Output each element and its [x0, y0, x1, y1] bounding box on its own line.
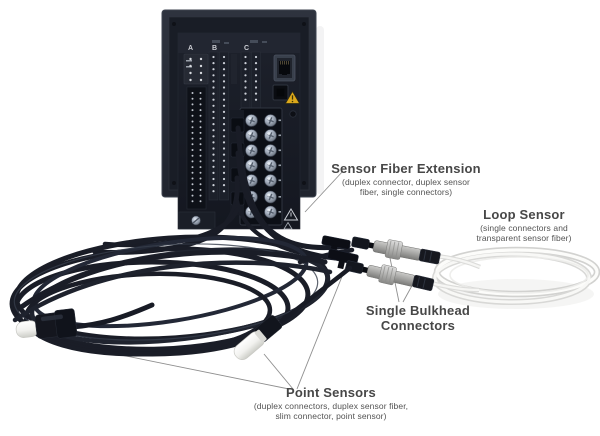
terminal-column-a-label: A — [188, 45, 193, 52]
annotation-title: Point Sensors — [285, 385, 376, 400]
point-sensor-center — [233, 265, 353, 360]
callout-line-sensor-fiber-extension — [304, 170, 344, 213]
annotation-sensor-fiber-extension: Sensor Fiber Extension (duplex connector… — [330, 161, 482, 197]
annotation-title: Sensor Fiber Extension — [331, 161, 481, 176]
terminal-block-a — [183, 53, 209, 85]
annotation-single-bulkhead-connectors: Single Bulkhead Connectors — [362, 303, 474, 334]
chassis-screw-hole — [289, 110, 297, 118]
callout-line-point-sensor-center — [263, 353, 294, 390]
terminal-strip-a — [186, 86, 207, 210]
point-sensor-left — [15, 302, 155, 339]
annotation-subtitle: (single connectors and — [480, 222, 568, 233]
chassis-top-strip — [178, 33, 300, 53]
terminal-strip-b2 — [219, 51, 229, 201]
loop-sensor — [432, 246, 600, 309]
annotation-subtitle: fiber, single connectors) — [359, 186, 453, 197]
bulkhead-connector-upper — [351, 236, 441, 265]
device-shadow — [316, 26, 324, 194]
terminal-strip-b1 — [208, 51, 219, 201]
cable-coil — [9, 234, 355, 357]
annotation-point-sensors: Point Sensors (duplex connectors, duplex… — [242, 385, 420, 421]
transparent-fibers — [429, 253, 481, 293]
annotation-title: Single Bulkhead — [365, 303, 471, 318]
annotation-subtitle: transparent sensor fiber) — [476, 232, 572, 243]
terminal-pins — [189, 55, 258, 203]
annotation-subtitle: (duplex connector, duplex sensor — [342, 176, 470, 187]
annotation-title: Loop Sensor — [483, 207, 565, 222]
slim-connectors — [321, 235, 359, 270]
ethernet-port — [273, 54, 296, 82]
warning-triangle-icon — [284, 90, 301, 104]
terminal-column-b-label: B — [212, 45, 217, 52]
annotation-subtitle: slim connector, point sensor) — [275, 410, 387, 421]
annotation-title: Connectors — [380, 317, 456, 333]
terminal-column-c-label: C — [244, 45, 249, 52]
warning-triangle-outline-icon — [283, 208, 299, 230]
bulkhead-connector-lower — [345, 260, 435, 291]
annotation-subtitle: (duplex connectors, duplex sensor fiber, — [253, 400, 409, 411]
callout-line-slim-connector — [296, 258, 350, 390]
annotation-loop-sensor: Loop Sensor (single connectors and trans… — [460, 207, 588, 243]
